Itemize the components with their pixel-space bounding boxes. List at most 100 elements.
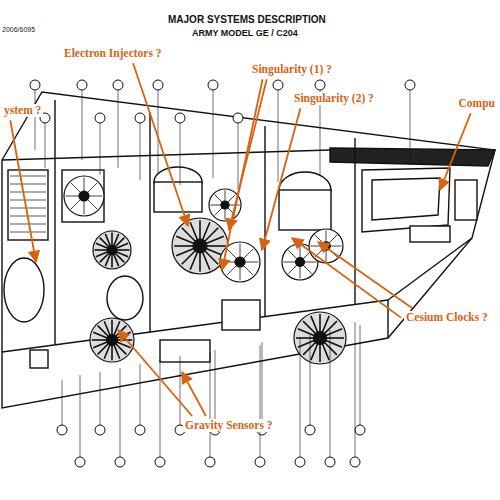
part-label: Compu xyxy=(457,97,497,110)
fan-housing xyxy=(294,312,346,364)
callout-circle xyxy=(350,457,360,467)
part-label: ystem ? xyxy=(2,104,43,117)
callout-circle xyxy=(305,425,315,435)
callout-circle xyxy=(95,113,105,123)
computer-panel xyxy=(372,178,440,220)
pointer-arrow xyxy=(118,330,192,416)
pointer-arrow xyxy=(182,372,206,416)
callout-circle xyxy=(30,80,40,90)
fan-hub xyxy=(221,201,229,209)
partition xyxy=(149,112,150,332)
callout-leader xyxy=(120,368,121,457)
callout-leader xyxy=(210,352,211,457)
callout-circle xyxy=(355,425,365,435)
control-box xyxy=(222,300,260,330)
grille-line xyxy=(10,224,46,225)
callout-leader xyxy=(45,123,46,168)
grille-line xyxy=(10,208,46,209)
callout-leader xyxy=(35,90,36,150)
callout-leader xyxy=(180,356,181,425)
floor-edge xyxy=(388,238,472,300)
fan-hub xyxy=(107,245,117,255)
fan-housing xyxy=(64,176,104,216)
callout-leader xyxy=(82,90,83,160)
clock-cylinder xyxy=(279,190,331,230)
callout-circle xyxy=(155,457,165,467)
partition xyxy=(54,100,55,345)
callout-circle xyxy=(273,80,283,90)
callout-leader xyxy=(330,330,331,457)
fan-hub xyxy=(235,257,245,267)
callout-leader xyxy=(238,123,239,190)
partition xyxy=(354,138,355,304)
computer-module xyxy=(455,180,477,220)
part-label: Singularity (1) ? xyxy=(250,63,334,76)
part-label: Electron Injectors ? xyxy=(62,47,164,60)
callout-circle xyxy=(57,425,67,435)
grille-line xyxy=(10,184,46,185)
callout-leader xyxy=(62,380,63,425)
pointer-arrow xyxy=(440,113,471,190)
callout-circle xyxy=(175,113,185,123)
callout-leader xyxy=(262,342,263,425)
callout-circle xyxy=(95,425,105,435)
pointer-arrow xyxy=(318,242,412,308)
callout-leader xyxy=(310,335,311,425)
callout-leader xyxy=(118,90,119,168)
callout-circle xyxy=(115,457,125,467)
grille-line xyxy=(10,232,46,233)
fan-housing xyxy=(93,231,131,269)
corner-edge xyxy=(387,300,388,338)
model-subtitle: ARMY MODEL GE / C204 xyxy=(192,28,298,38)
callout-circle xyxy=(135,425,145,435)
callout-leader xyxy=(260,345,261,457)
pointer-arrow xyxy=(262,108,300,250)
callout-circle xyxy=(75,457,85,467)
fan-housing xyxy=(309,229,343,263)
fan-hub xyxy=(314,332,327,345)
callout-leader xyxy=(140,364,141,425)
part-label: Cesium Clocks ? xyxy=(404,311,490,324)
callout-leader xyxy=(160,360,161,457)
callout-circle xyxy=(135,113,145,123)
callout-leader xyxy=(100,123,101,175)
callout-leader xyxy=(215,350,216,425)
pointer-arrow xyxy=(133,63,188,226)
callout-leader xyxy=(213,90,214,178)
base-unit xyxy=(160,340,210,362)
callout-circle xyxy=(113,80,123,90)
partition xyxy=(264,126,265,316)
fan-hub xyxy=(193,239,207,253)
hatch xyxy=(30,350,48,368)
callout-leader xyxy=(80,375,81,457)
callout-leader xyxy=(300,338,301,457)
part-label: Gravity Sensors ? xyxy=(183,419,275,432)
computer-module xyxy=(410,226,450,242)
callout-leader xyxy=(360,325,361,425)
callout-circle xyxy=(325,457,335,467)
shelter-body xyxy=(2,92,495,408)
pointer-arrow xyxy=(222,79,263,270)
callout-leader xyxy=(180,123,181,185)
fan-housing xyxy=(172,218,228,274)
grille-line xyxy=(10,192,46,193)
fan-hub xyxy=(296,258,305,267)
callout-leader xyxy=(410,90,411,165)
callout-leader xyxy=(140,123,141,180)
grille-line xyxy=(10,176,46,177)
drawing-number: 2006/6095 xyxy=(2,26,35,34)
diagram-title: MAJOR SYSTEMS DESCRIPTION xyxy=(168,14,326,26)
grille-line xyxy=(10,200,46,201)
callout-leader xyxy=(278,90,279,182)
tank-cylinder xyxy=(4,258,44,322)
sensor-cylinder xyxy=(107,276,143,320)
callout-circle xyxy=(77,80,87,90)
pointer-arrow xyxy=(10,120,36,262)
callout-leader xyxy=(355,322,356,457)
part-label: Singularity (2) ? xyxy=(292,92,376,105)
callout-circle xyxy=(153,80,163,90)
callout-circle xyxy=(315,80,325,90)
callout-circle xyxy=(295,457,305,467)
injector-housing xyxy=(62,170,104,222)
